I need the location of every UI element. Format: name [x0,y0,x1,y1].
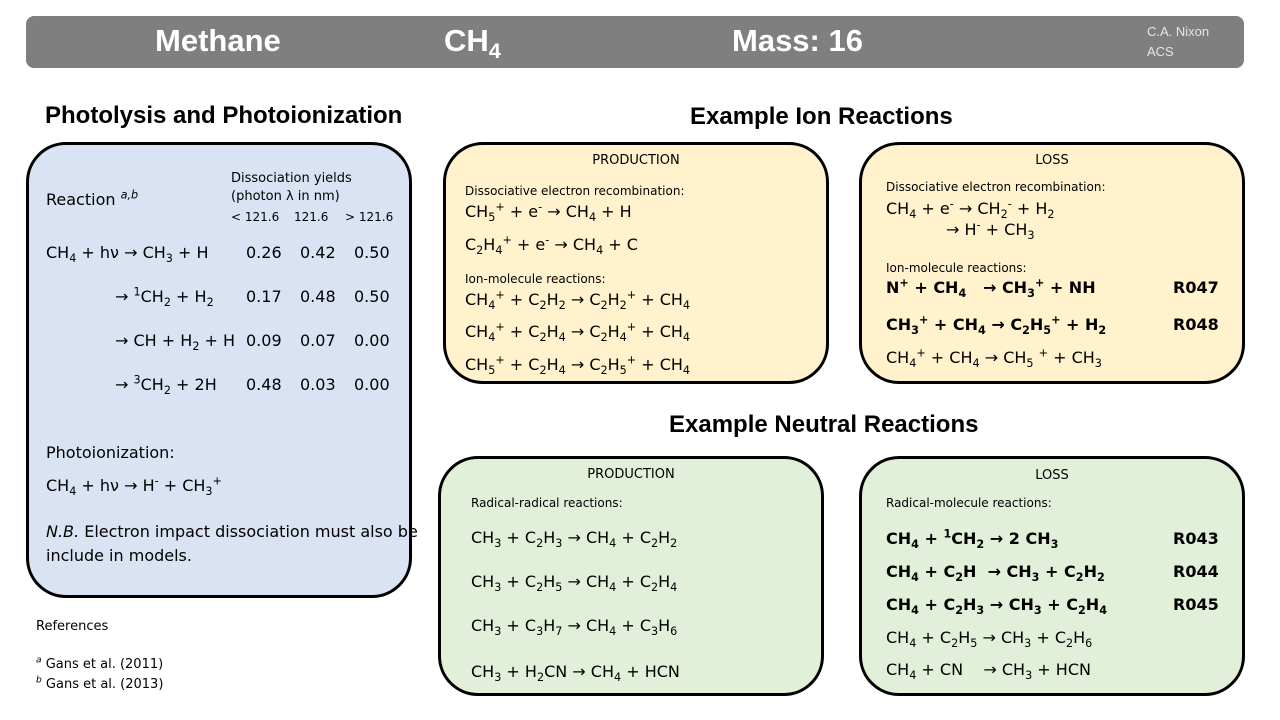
ion-loss-reaction-1: CH4 + e- → CH2- + H2 [886,197,1055,222]
ion-prod-ionmol-label: Ion-molecule reactions: [465,272,606,286]
ion-prod-dissoc-label: Dissociative electron recombination: [465,184,685,198]
ion-loss-reaction-1b: → H- + CH3 [946,218,1035,243]
references-title: References [36,619,109,634]
reaction-code: R044 [1173,562,1219,581]
neutral-loss-reaction-2: CH4 + C2H → CH3 + C2H2 [886,562,1105,585]
author-affiliation: ACS [1147,44,1174,59]
yield-cell: 0.00 [354,375,390,394]
photolysis-title: Photolysis and Photoionization [45,102,403,129]
molecule-mass: Mass: 16 [732,23,863,58]
ion-loss-label: LOSS [1035,153,1069,168]
neutral-loss-sublabel: Radical-molecule reactions: [886,496,1052,510]
reaction-header: Reaction a,b [46,188,139,209]
col-header-2: 121.6 [294,210,329,224]
col-header-1: < 121.6 [231,210,280,224]
neutral-production-label: PRODUCTION [587,467,675,482]
yield-cell: 0.03 [300,375,336,394]
photolysis-reaction-1: CH4 + hν → CH3 + H [46,243,209,266]
neutral-loss-reaction-3: CH4 + C2H3 → CH3 + C2H4 [886,595,1107,618]
ion-prod-reaction-4: CH4+ + C2H4 → C2H4+ + CH4 [465,320,691,345]
photoionization-label: Photoionization: [46,443,175,462]
yield-cell: 0.00 [354,331,390,350]
photolysis-reaction-4: → 3CH2 + 2H [115,373,217,398]
yields-header: Dissociation yields (photon λ in nm) [231,170,352,206]
yield-cell: 0.26 [246,243,282,262]
photolysis-reaction-3: → CH + H2 + H [115,331,236,354]
neutral-loss-reaction-1: CH4 + 1CH2 → 2 CH3 [886,527,1059,552]
ion-loss-dissoc-label: Dissociative electron recombination: [886,180,1106,194]
molecule-formula: CH4 [444,23,501,64]
photoionization-reaction: CH4 + hν → H- + CH3+ [46,474,222,499]
author-block: C.A. Nixon ACS [1147,22,1209,62]
yields-header-line1: Dissociation yields [231,171,352,186]
neutral-prod-label: Radical-radical reactions: [471,496,623,510]
ion-loss-box [859,142,1245,384]
nb-note: N.B. Electron impact dissociation must a… [46,522,418,565]
reference-a: a Gans et al. (2011) [36,655,164,672]
ion-prod-reaction-5: CH5+ + C2H4 → C2H5+ + CH4 [465,353,691,378]
col-header-3: > 121.6 [345,210,394,224]
ion-prod-reaction-1: CH5+ + e- → CH4 + H [465,200,632,225]
photolysis-reaction-2: → 1CH2 + H2 [115,285,214,310]
neutral-prod-reaction-2: CH3 + C2H5 → CH4 + C2H4 [471,572,678,595]
ion-loss-reaction-4: CH4+ + CH4 → CH5 + + CH3 [886,346,1102,371]
reaction-code: R047 [1173,278,1219,297]
ion-production-box [443,142,829,384]
yield-cell: 0.42 [300,243,336,262]
neutral-prod-reaction-1: CH3 + C2H3 → CH4 + C2H2 [471,528,678,551]
ion-prod-reaction-3: CH4+ + C2H2 → C2H2+ + CH4 [465,288,691,313]
ion-loss-reaction-3: CH3+ + CH4 → C2H5+ + H2 [886,313,1107,338]
neutral-prod-reaction-4: CH3 + H2CN → CH4 + HCN [471,662,680,685]
reaction-code: R045 [1173,595,1219,614]
reference-b: b Gans et al. (2013) [36,675,164,692]
reaction-code: R048 [1173,315,1219,334]
neutral-loss-box [859,456,1245,696]
yield-cell: 0.48 [246,375,282,394]
neutral-loss-reaction-5: CH4 + CN → CH3 + HCN [886,660,1091,683]
neutral-loss-reaction-4: CH4 + C2H5 → CH3 + C2H6 [886,628,1093,651]
photolysis-box [26,142,412,598]
molecule-name: Methane [155,23,281,58]
reaction-code: R043 [1173,529,1219,548]
yield-cell: 0.50 [354,243,390,262]
ion-prod-reaction-2: C2H4+ + e- → CH4 + C [465,233,638,258]
author-name: C.A. Nixon [1147,24,1210,39]
yield-cell: 0.48 [300,287,336,306]
ion-loss-reaction-2: N+ + CH4 → CH3+ + NH [886,276,1096,301]
title-bar: Methane CH4 Mass: 16 C.A. Nixon ACS [26,16,1244,68]
ion-loss-ionmol-label: Ion-molecule reactions: [886,261,1027,275]
yield-cell: 0.09 [246,331,282,350]
neutral-reactions-title: Example Neutral Reactions [669,411,979,438]
yields-header-line2: (photon λ in nm) [231,189,340,204]
neutral-prod-reaction-3: CH3 + C3H7 → CH4 + C3H6 [471,616,678,639]
yield-cell: 0.50 [354,287,390,306]
yield-cell: 0.07 [300,331,336,350]
neutral-production-box [438,456,824,696]
ion-reactions-title: Example Ion Reactions [690,103,953,130]
neutral-loss-label: LOSS [1035,468,1069,483]
yield-cell: 0.17 [246,287,282,306]
ion-production-label: PRODUCTION [592,153,680,168]
